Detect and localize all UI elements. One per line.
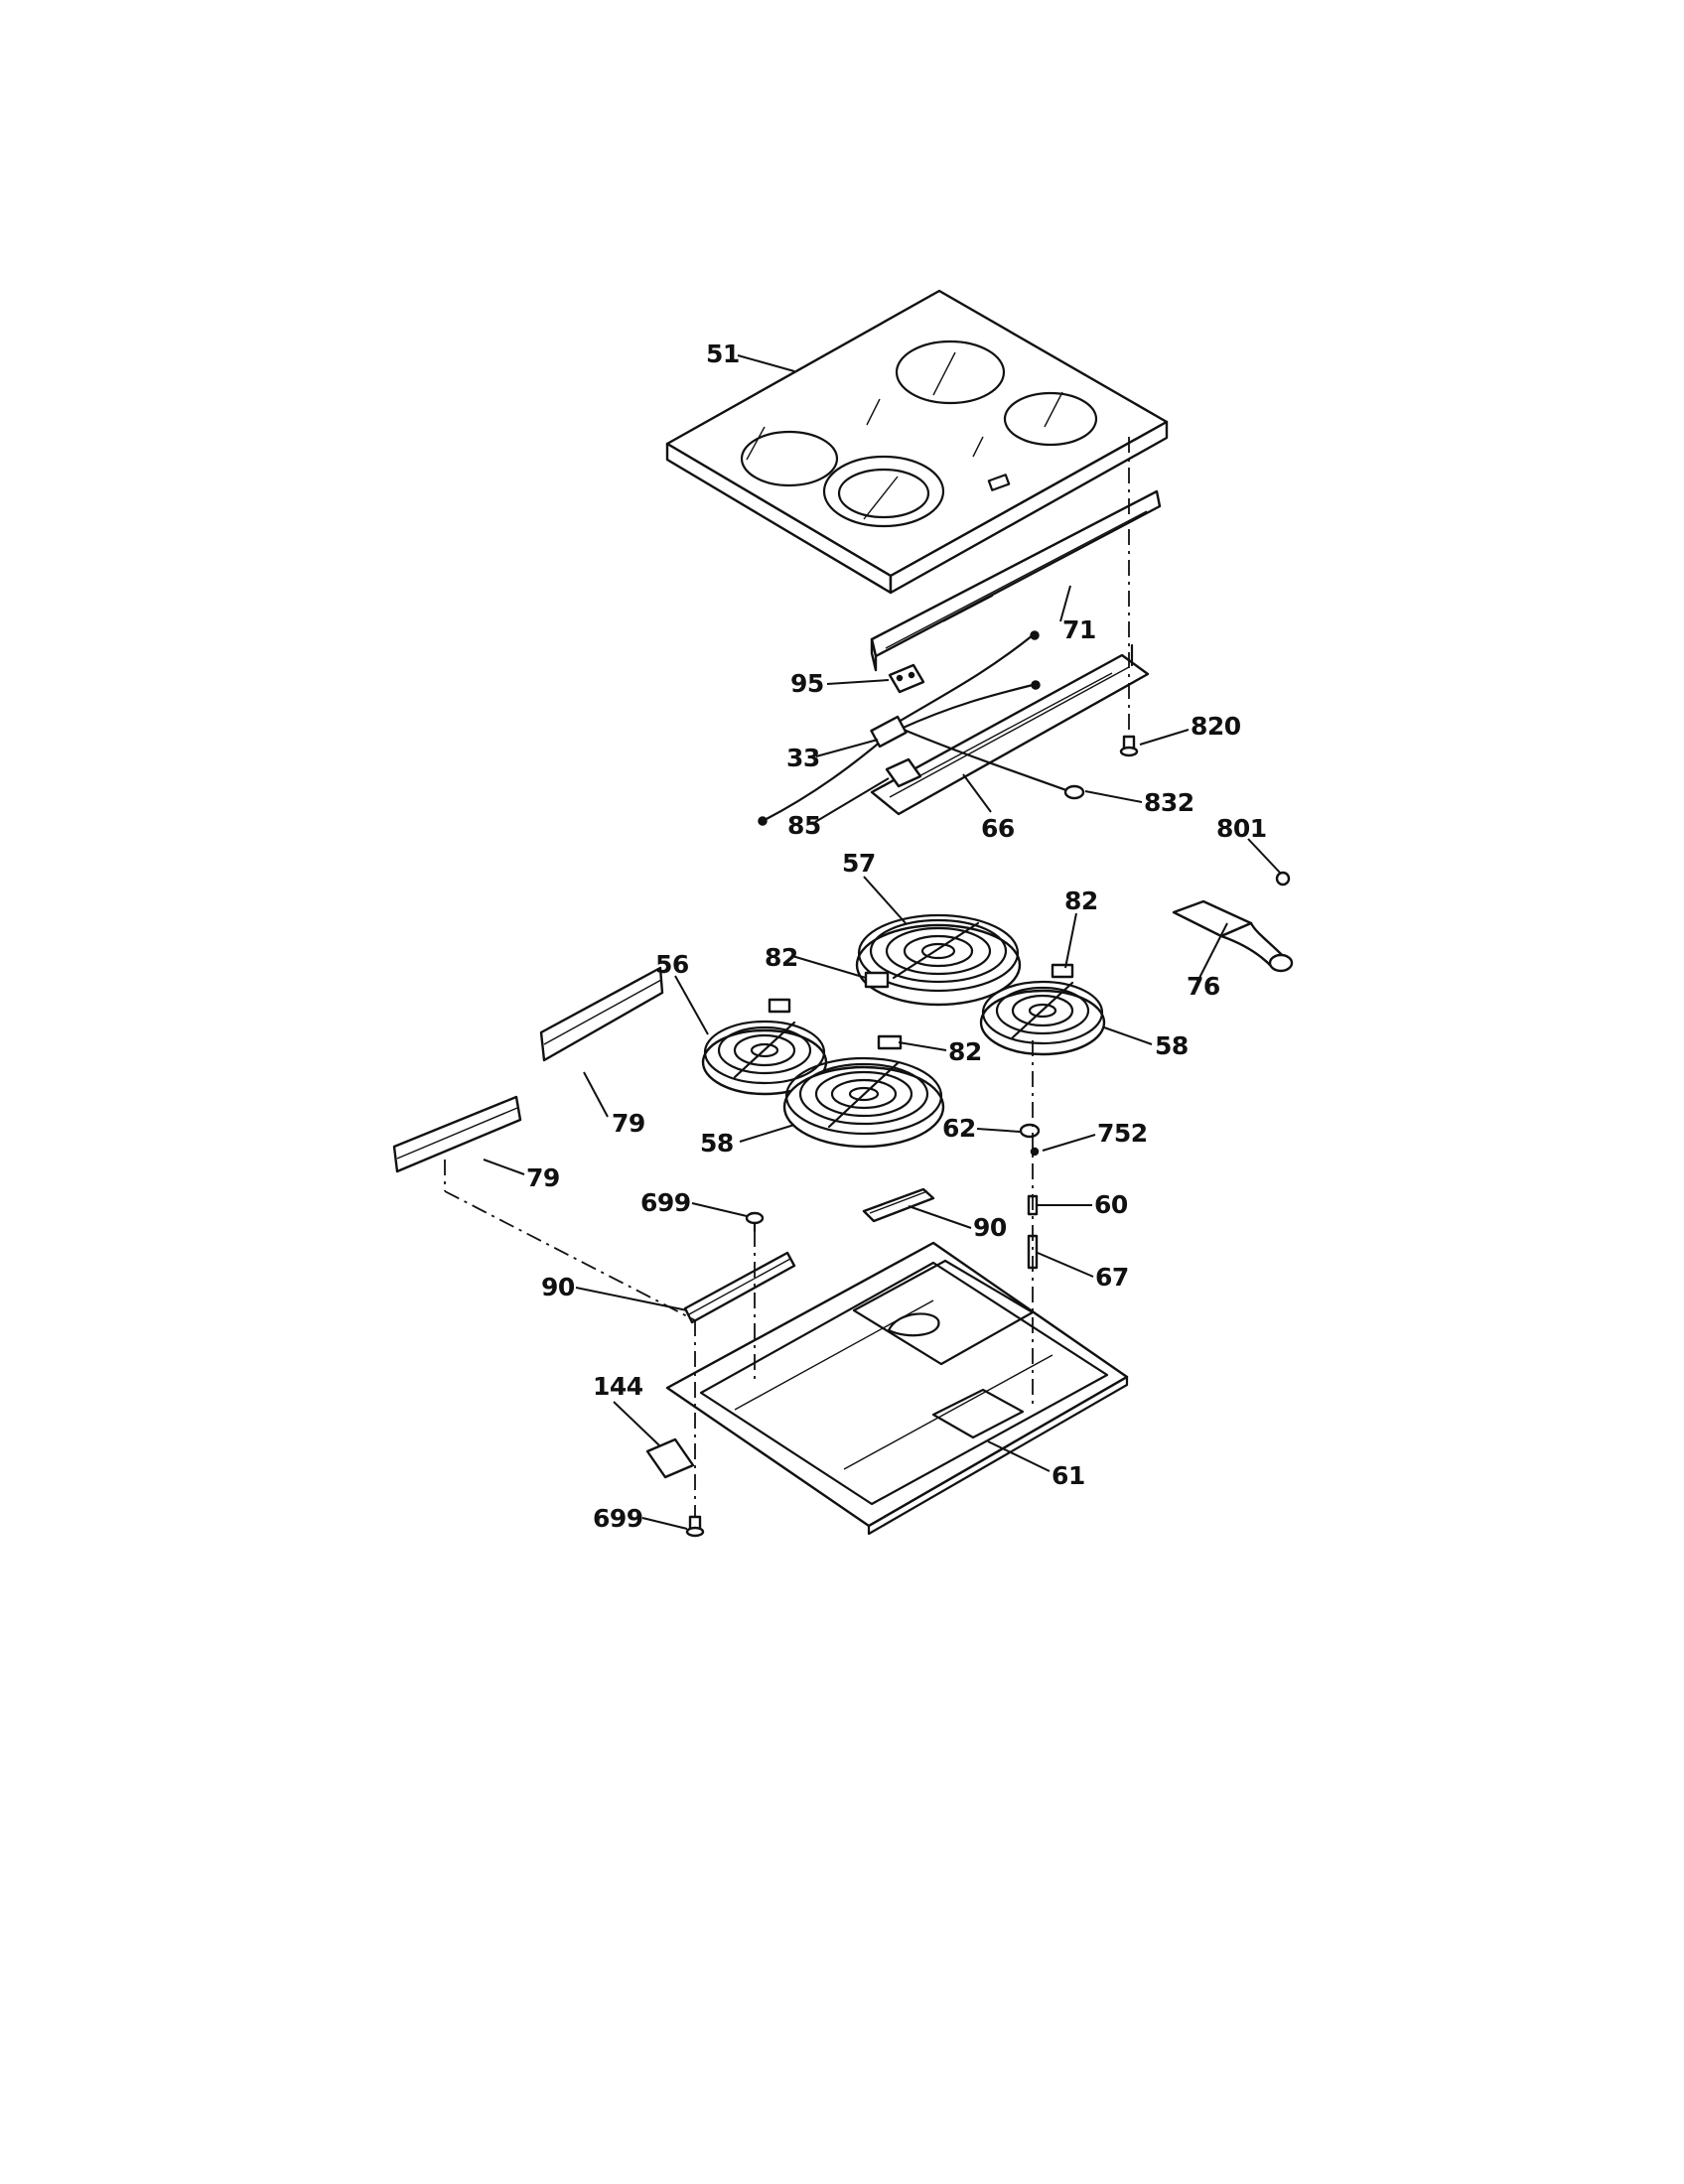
callout-699-bottom: 699 <box>593 1504 643 1533</box>
callout-699-top: 699 <box>640 1188 691 1217</box>
callout-76: 76 <box>1187 972 1220 1001</box>
part-71-trim-rail <box>870 489 1162 672</box>
callout-71: 71 <box>1062 615 1096 644</box>
part-90-bracket-left <box>683 1251 796 1324</box>
callout-144: 144 <box>593 1372 643 1401</box>
part-95-clip <box>888 663 925 694</box>
part-699-screw-bottom <box>685 1515 705 1538</box>
callout-58-front: 58 <box>700 1129 734 1158</box>
callout-82-left: 82 <box>765 943 798 972</box>
callout-82-mid: 82 <box>948 1037 982 1066</box>
part-832-screw <box>1063 784 1085 800</box>
callout-801: 801 <box>1216 814 1267 843</box>
part-752-screw <box>1030 1147 1040 1157</box>
callout-82-top: 82 <box>1064 887 1098 915</box>
callout-79-rear: 79 <box>612 1109 645 1138</box>
part-820-screw <box>1119 735 1139 757</box>
callout-66: 66 <box>981 814 1015 843</box>
leader-lines <box>483 354 1282 1530</box>
callout-90-left: 90 <box>541 1273 575 1301</box>
callout-85: 85 <box>787 811 821 840</box>
part-90-bracket-right <box>862 1187 935 1223</box>
part-85-switch <box>885 757 922 788</box>
part-51-cooktop-glass <box>665 289 1169 595</box>
callout-60: 60 <box>1094 1190 1128 1219</box>
callout-58-right: 58 <box>1155 1031 1189 1060</box>
callout-95: 95 <box>790 669 824 698</box>
callout-62: 62 <box>942 1114 976 1143</box>
part-66-bracket <box>870 643 1150 816</box>
callout-labels: 51 71 95 820 33 832 85 66 801 57 82 82 5… <box>526 340 1267 1533</box>
part-76-terminal-bracket <box>1172 899 1294 973</box>
part-33-harness <box>758 630 1079 826</box>
callout-820: 820 <box>1191 712 1241 741</box>
part-58-small-right-element <box>979 963 1106 1056</box>
callout-61: 61 <box>1052 1461 1085 1490</box>
part-699-screw-top <box>745 1211 765 1233</box>
part-58-large-front-element <box>782 1034 945 1149</box>
part-79-front-trim <box>392 1095 522 1173</box>
assembly-lines <box>444 437 1130 1517</box>
callout-56: 56 <box>655 950 689 979</box>
callout-79-front: 79 <box>526 1163 560 1192</box>
callout-832: 832 <box>1144 788 1194 817</box>
part-57-large-element <box>855 913 1022 1007</box>
callout-51: 51 <box>706 340 740 368</box>
part-61-support-pan <box>665 1241 1129 1536</box>
callout-90-right: 90 <box>973 1213 1007 1242</box>
part-62-clip <box>1019 1123 1041 1139</box>
callout-752: 752 <box>1097 1119 1148 1148</box>
part-79-rear-trim <box>539 966 664 1062</box>
callout-33: 33 <box>786 744 820 772</box>
part-144-bracket <box>645 1437 695 1479</box>
callout-67: 67 <box>1095 1263 1129 1292</box>
callout-57: 57 <box>842 849 876 878</box>
part-801-screw <box>1275 871 1291 887</box>
